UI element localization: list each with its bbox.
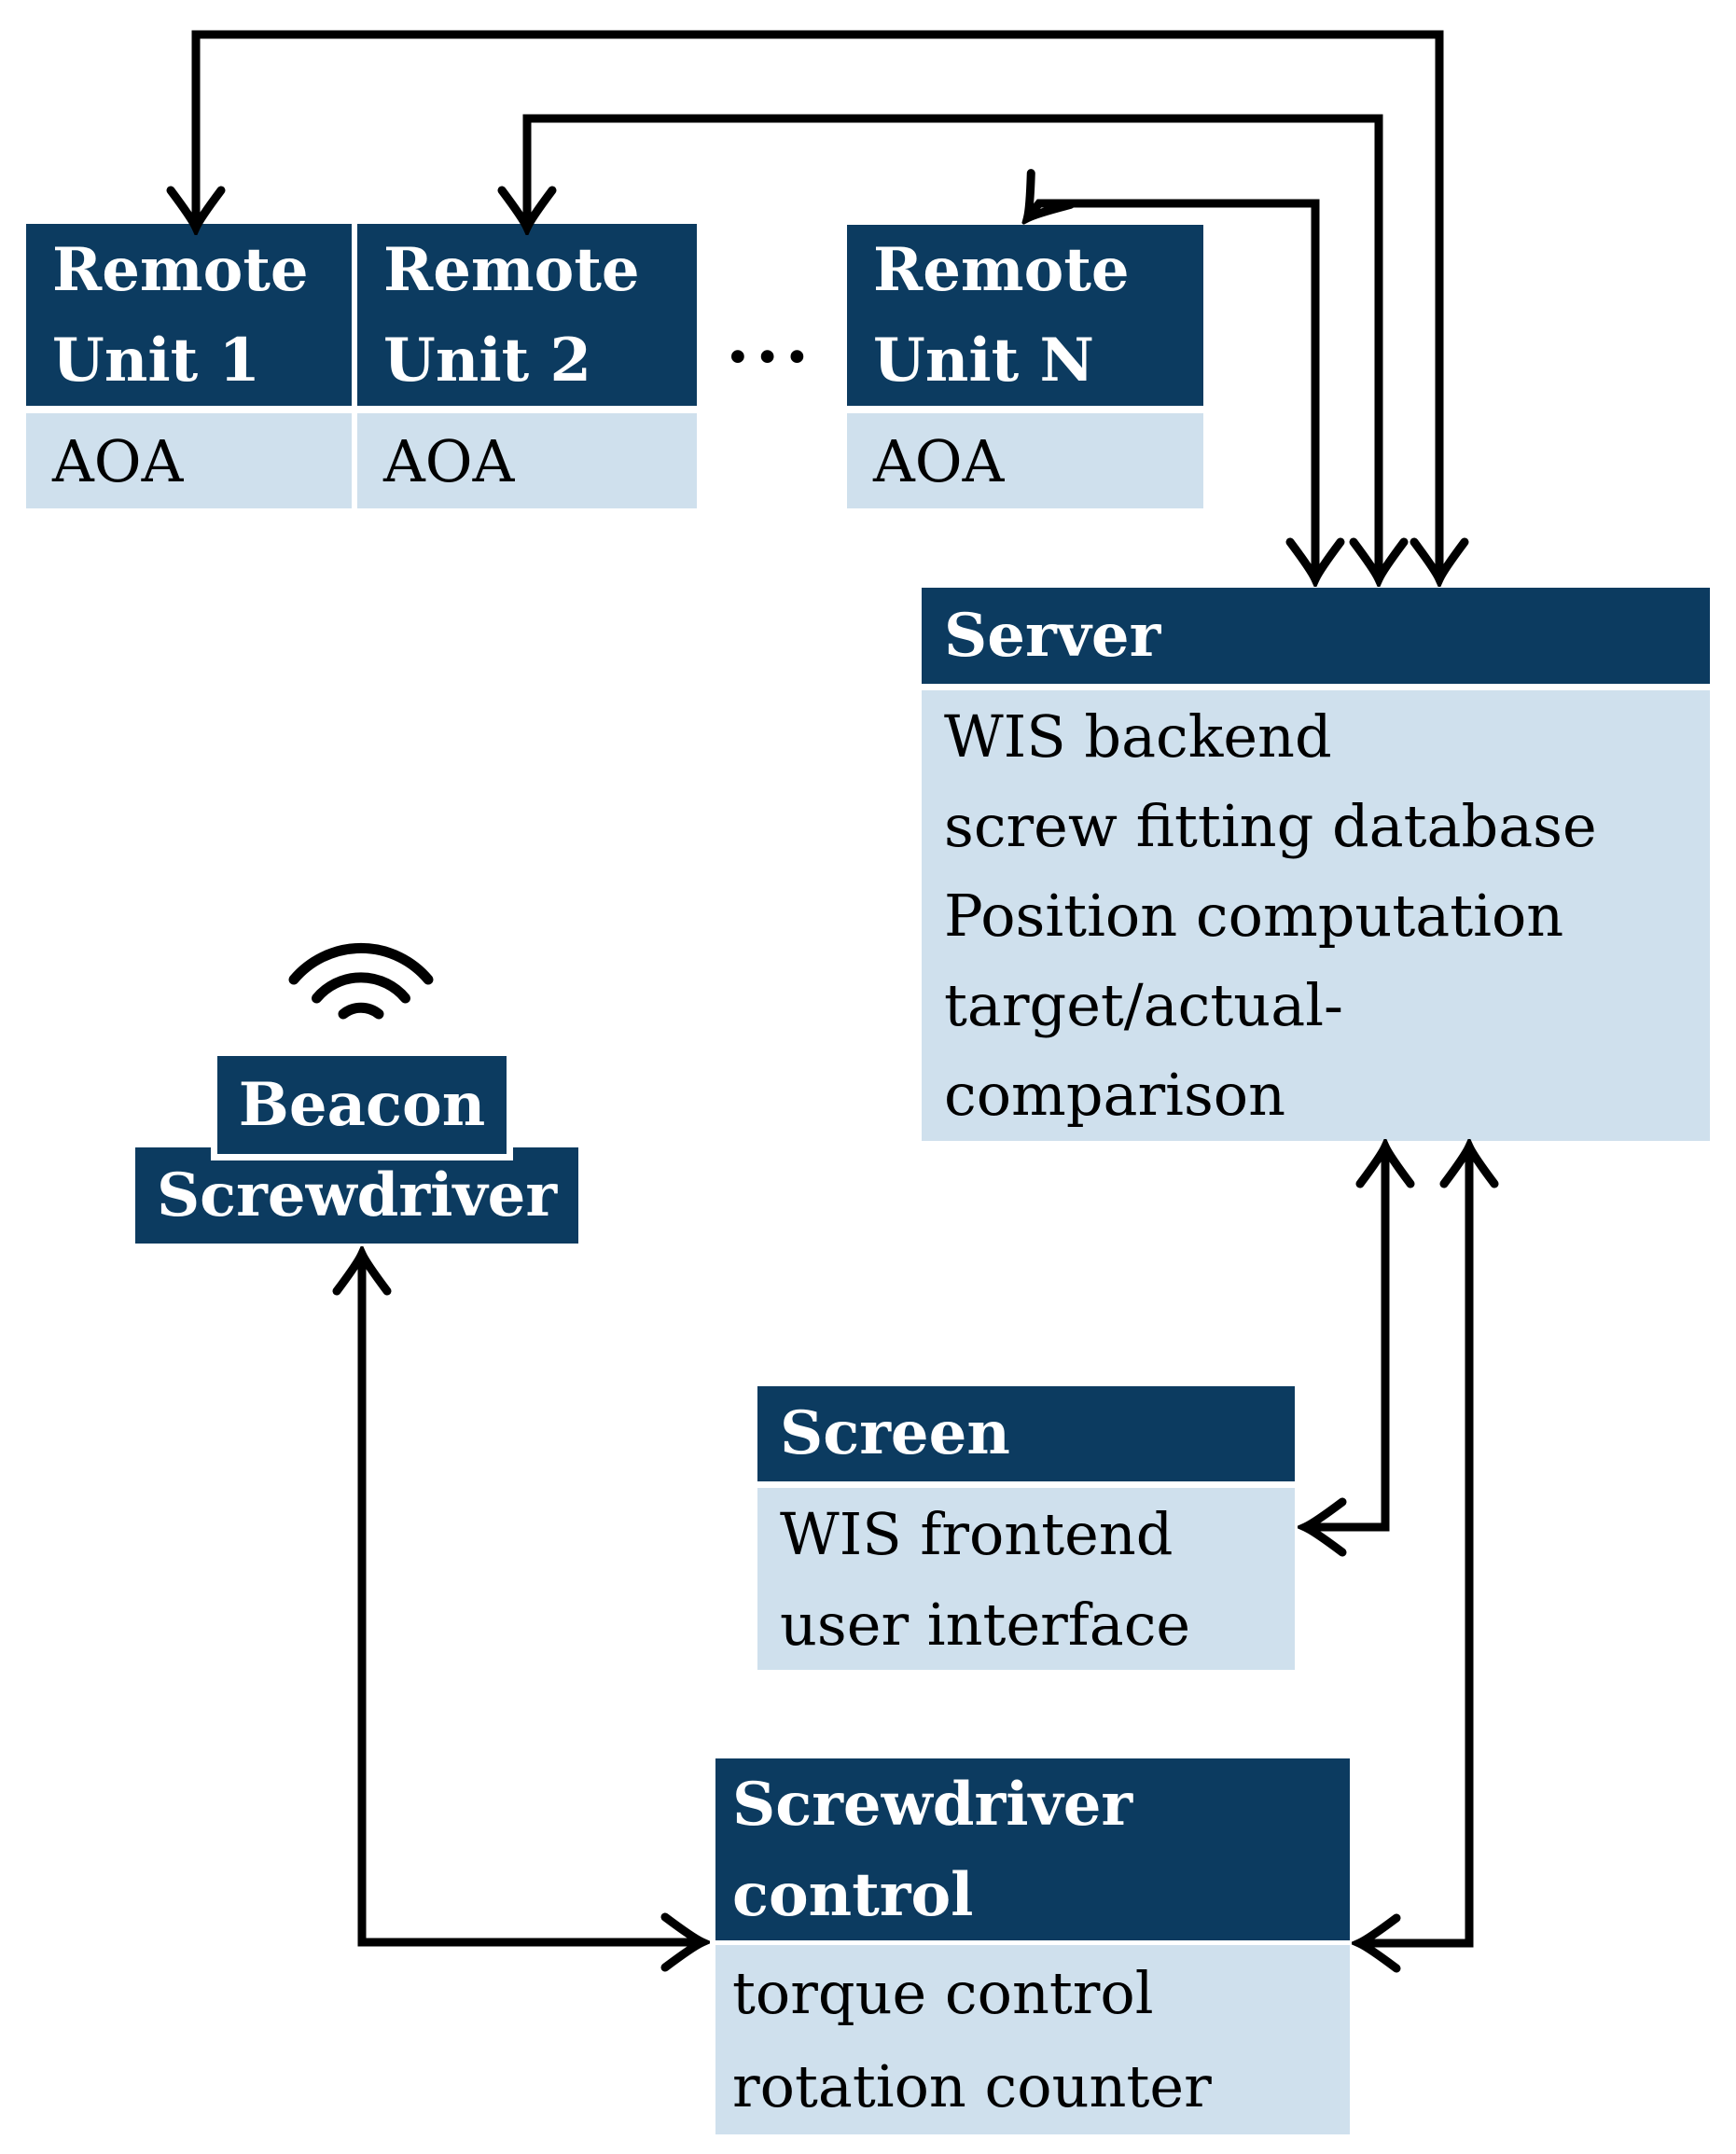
beacon-box: Beacon xyxy=(211,1049,513,1160)
screwdriver-control-body-line: rotation counter xyxy=(732,2051,1212,2120)
arrow-server-screen xyxy=(1306,1147,1385,1527)
screen-header: Screen xyxy=(757,1386,1295,1481)
server-body-line: screw fitting database xyxy=(944,791,1597,860)
screwdriver-control-body-line: torque control xyxy=(732,1958,1154,2027)
screen-body-line: user interface xyxy=(780,1590,1191,1659)
server-body-line: target/actual- xyxy=(944,970,1343,1039)
remote-unit-2-header: Remote Unit 2 xyxy=(357,224,697,406)
remote-unit-1-header: Remote Unit 1 xyxy=(26,224,352,406)
server-header: Server xyxy=(922,588,1710,684)
server-body: WIS backend screw fitting database Posit… xyxy=(922,690,1710,1141)
server-body-line: WIS backend xyxy=(944,702,1332,771)
remote-unit-n-body: AOA xyxy=(847,413,1203,508)
arrow-server-screwdriver-control xyxy=(1360,1147,1469,1943)
screwdriver-control-body: torque control rotation counter xyxy=(715,1945,1350,2134)
remote-unit-2-body: AOA xyxy=(357,413,697,508)
remote-unit-n-header: Remote Unit N xyxy=(847,225,1203,406)
arrow-screwdriver-screwdriver-control xyxy=(362,1255,701,1942)
screwdriver-control-header: Screwdriver control xyxy=(715,1758,1350,1940)
remote-unit-1-body: AOA xyxy=(26,413,352,508)
remote-units-ellipsis: ... xyxy=(726,299,815,379)
server-body-line: comparison xyxy=(944,1060,1286,1129)
wifi-icon xyxy=(288,943,434,1020)
screen-body-line: WIS frontend xyxy=(780,1499,1174,1568)
server-body-line: Position computation xyxy=(944,881,1564,950)
screen-body: WIS frontend user interface xyxy=(757,1488,1295,1670)
screwdriver-box: Screwdriver xyxy=(135,1147,578,1244)
